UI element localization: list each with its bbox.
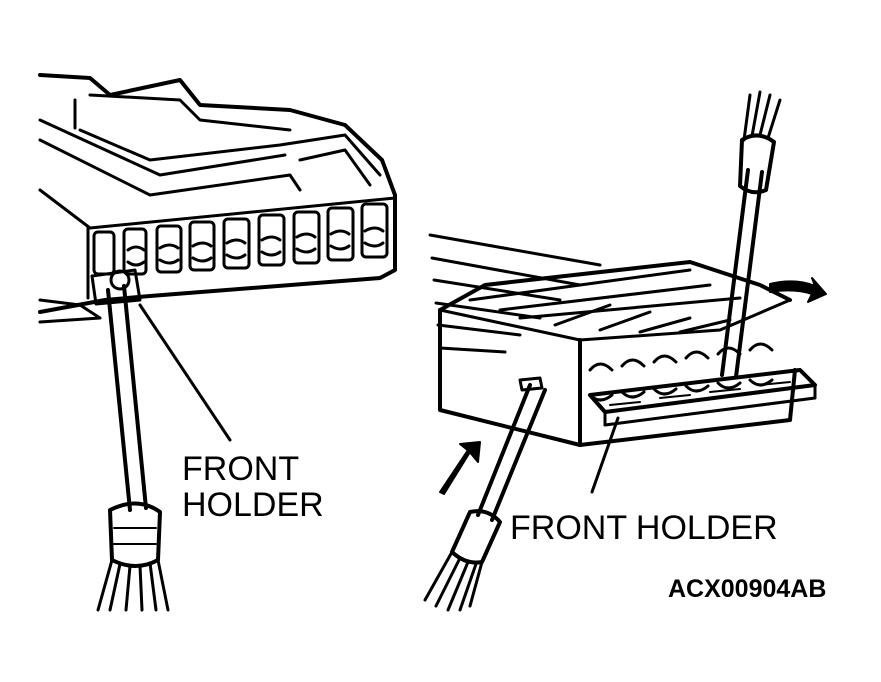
left-leader-line: [138, 303, 232, 442]
front-holder-part: [588, 368, 817, 427]
arrow-right-icon: [769, 277, 827, 303]
arrow-up-right-icon: [439, 441, 481, 495]
right-lower-screwdriver: [423, 383, 547, 612]
front-holder-label-right: FRONT HOLDER: [510, 509, 778, 547]
right-leader-line: [590, 416, 620, 494]
front-holder-label-left-line1: FRONT: [182, 450, 300, 488]
figure-code: ACX00904AB: [668, 575, 827, 603]
front-holder-label-left-line2: HOLDER: [182, 486, 324, 524]
right-upper-screwdriver: [720, 90, 782, 379]
right-connector: [428, 233, 817, 447]
left-screwdriver: [96, 284, 170, 612]
left-connector: [38, 73, 397, 324]
